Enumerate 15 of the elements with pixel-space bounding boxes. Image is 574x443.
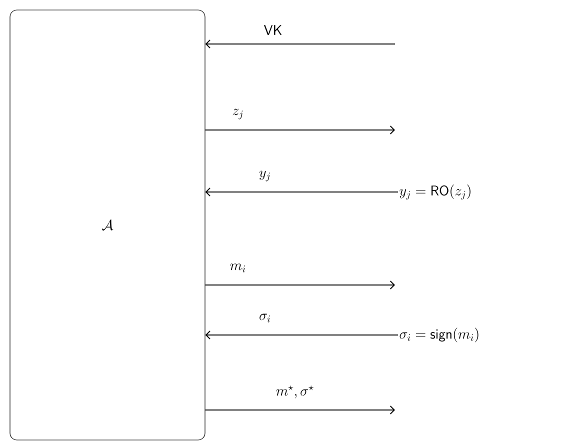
arrow bbox=[204, 406, 395, 414]
edge-label: $m_i$ bbox=[230, 264, 246, 272]
arrow bbox=[204, 126, 395, 134]
arrow bbox=[204, 280, 395, 290]
edge-label: $\mathsf{VK}$ bbox=[264, 25, 282, 35]
edge-label: $z_j$ bbox=[232, 108, 243, 120]
equation: $\sigma_i = \mathsf{sign}(m_i)$ bbox=[400, 328, 478, 342]
arrow bbox=[205, 330, 398, 340]
arrow bbox=[205, 188, 398, 196]
agent-box: $\mathcal{A}$ bbox=[10, 10, 206, 440]
equation: $y_j = \mathsf{RO}(z_j)$ bbox=[400, 184, 470, 200]
edge-label: $\sigma_i$ bbox=[260, 314, 270, 322]
arrow bbox=[205, 40, 396, 48]
edge-label: $m^\star, \sigma^\star$ bbox=[276, 385, 314, 398]
edge-label: $y_j$ bbox=[259, 170, 270, 182]
